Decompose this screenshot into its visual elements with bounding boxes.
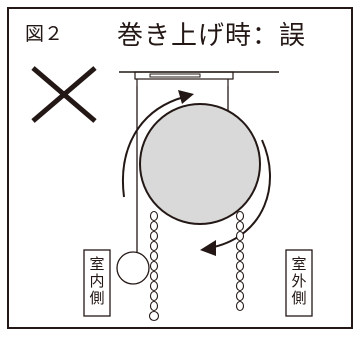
- bead-chain-left: [148, 210, 160, 322]
- roll: [139, 103, 261, 225]
- bead-chain-right: [235, 210, 245, 312]
- figure-number: 図２: [25, 23, 64, 45]
- incorrect-x-icon: [31, 66, 97, 123]
- indoor-label-box: [83, 249, 111, 317]
- outdoor-label-box: [285, 249, 313, 317]
- bottom-weight: [116, 251, 150, 285]
- indoor-side-label: 室内側: [89, 255, 105, 307]
- outdoor-side-label: 室外側: [291, 255, 307, 307]
- figure-title: 巻き上げ時：誤: [117, 21, 307, 51]
- rotation-arrow-top-icon: [122, 90, 194, 198]
- rotation-arrow-bottom-icon: [200, 139, 271, 256]
- head-rail: [119, 71, 279, 86]
- border: [7, 7, 353, 329]
